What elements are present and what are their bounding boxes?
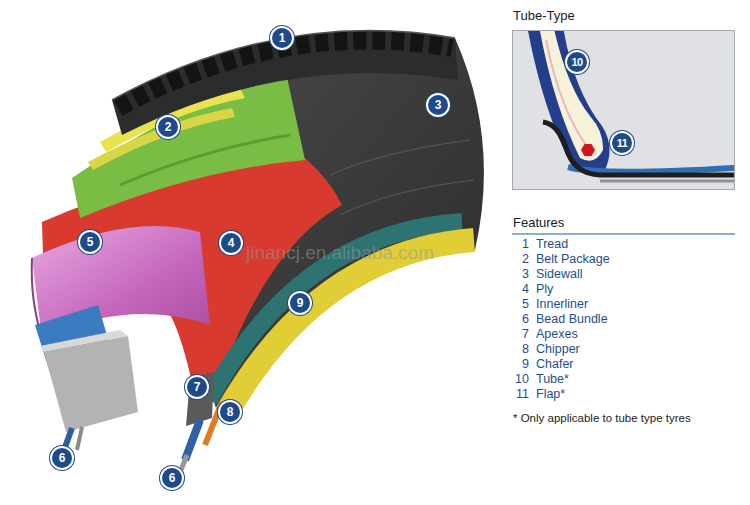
flap <box>568 167 734 172</box>
panel-heading: Tube-Type <box>513 8 575 23</box>
feature-name: Belt Package <box>536 252 610 266</box>
feature-name: Ply <box>536 282 553 296</box>
callout-number: 7 <box>185 375 209 399</box>
callout-number: 5 <box>78 230 102 254</box>
feature-number: 7 <box>509 327 529 341</box>
features-rule <box>512 234 735 235</box>
feature-name: Flap* <box>536 387 565 401</box>
bead-wire <box>181 455 187 470</box>
belt-strip <box>88 108 235 170</box>
feature-name: Bead Bundle <box>536 312 608 326</box>
tube-line <box>546 40 588 148</box>
footnote: * Only applicable to tube type tyres <box>513 412 691 424</box>
sidewall-groove <box>340 180 474 215</box>
rim-edge <box>600 180 734 183</box>
feature-number: 2 <box>509 252 529 266</box>
belt-edge <box>120 135 290 185</box>
bead-block <box>44 336 138 432</box>
feature-number: 11 <box>509 387 529 401</box>
callout-number: 2 <box>156 115 180 139</box>
sidewall-groove <box>330 140 470 175</box>
feature-name: Apexes <box>536 327 578 341</box>
callout-number: 4 <box>219 231 243 255</box>
inset-panel: Tube-Type <box>512 6 735 190</box>
feature-number: 6 <box>509 312 529 326</box>
feature-name: Sidewall <box>536 267 583 281</box>
watermark: jinancj.en.alibaba.com <box>246 242 434 264</box>
bead-wire <box>77 427 82 450</box>
features-heading: Features <box>513 215 564 230</box>
feature-number: 3 <box>509 267 529 281</box>
callout-number: 1 <box>270 26 294 50</box>
inset-frame <box>512 30 735 190</box>
rim <box>543 122 734 175</box>
callout-number: 3 <box>426 93 450 117</box>
callout-number: 6 <box>160 466 184 490</box>
feature-number: 10 <box>509 372 529 386</box>
feature-name: Chipper <box>536 342 580 356</box>
feature-number: 9 <box>509 357 529 371</box>
feature-number: 5 <box>509 297 529 311</box>
feature-number: 8 <box>509 342 529 356</box>
bead-block-top <box>40 330 128 352</box>
feature-name: Tube* <box>536 372 569 386</box>
chafer-band <box>226 240 474 414</box>
feature-name: Innerliner <box>536 297 588 311</box>
bead-strip <box>185 420 200 460</box>
callout-number: 11 <box>610 131 634 155</box>
feature-name: Tread <box>536 237 568 251</box>
feature-name: Chafer <box>536 357 574 371</box>
callout-number: 8 <box>218 400 242 424</box>
apex <box>186 372 214 426</box>
callout-number: 9 <box>288 291 312 315</box>
tube <box>538 31 603 161</box>
inset-drawing <box>526 31 734 181</box>
feature-number: 1 <box>509 237 529 251</box>
valve-marker <box>581 144 595 156</box>
callout-number: 6 <box>50 446 74 470</box>
feature-number: 4 <box>509 282 529 296</box>
tread-blocks <box>118 41 452 109</box>
callout-number: 10 <box>565 50 589 74</box>
